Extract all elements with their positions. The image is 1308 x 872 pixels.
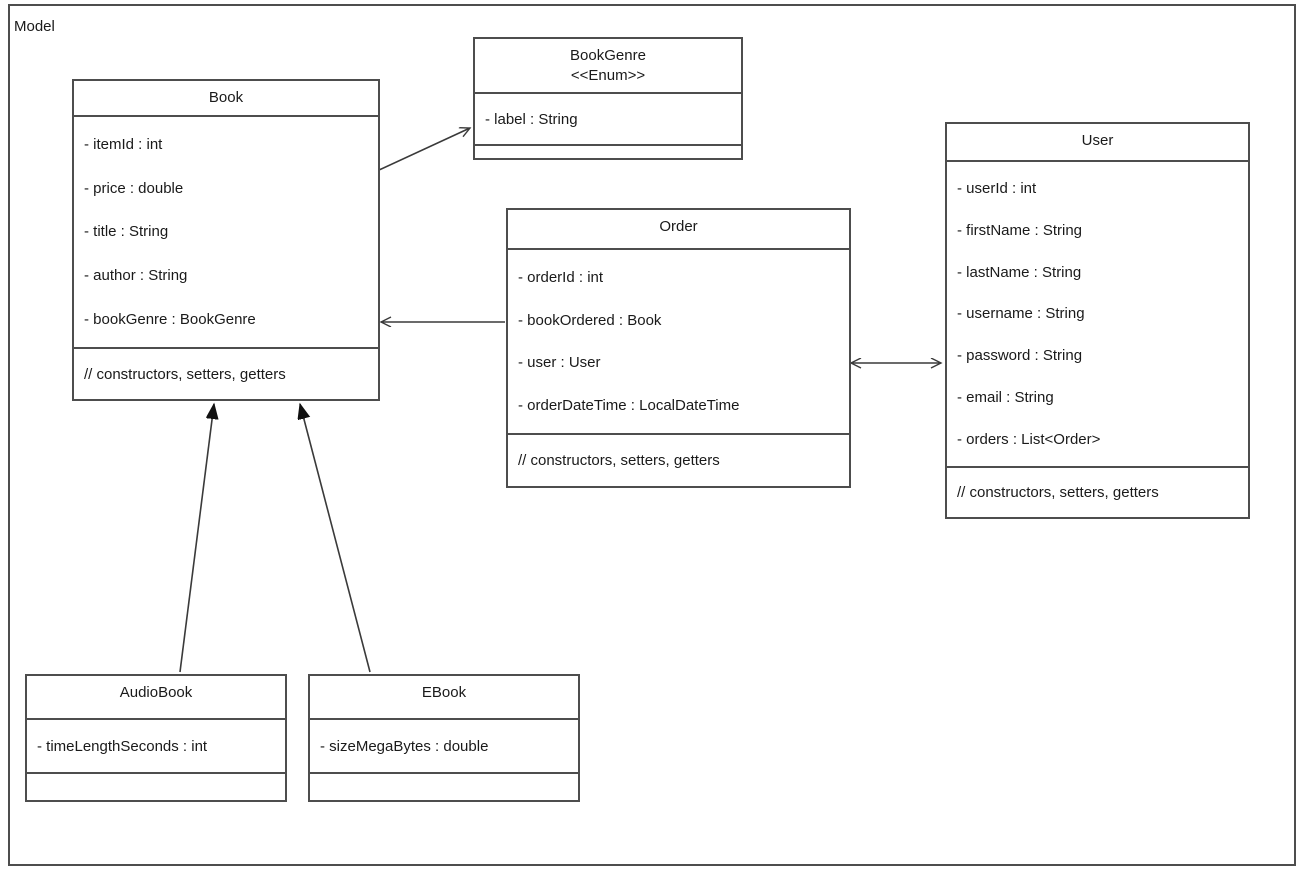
class-name-order: Order <box>659 218 698 235</box>
class-methods-bookgenre-empty <box>475 144 741 158</box>
attribute-row: - orders : List<Order> <box>957 430 1101 448</box>
class-attributes-ebook: - sizeMegaBytes : double <box>310 720 578 772</box>
class-name-bookgenre: BookGenre <box>570 47 646 64</box>
attribute-row: - timeLengthSeconds : int <box>37 737 208 755</box>
class-name-book: Book <box>208 89 244 106</box>
class-name-audiobook: AudioBook <box>119 684 193 701</box>
attribute-row: - email : String <box>957 388 1054 406</box>
class-header-book: Book <box>74 81 378 117</box>
attribute-row: - title : String <box>84 223 169 241</box>
attribute-row: - label : String <box>485 110 578 128</box>
class-box-bookgenre[interactable]: BookGenre <<Enum>> - label : String <box>473 37 743 160</box>
class-attributes-bookgenre: - label : String <box>475 94 741 144</box>
attribute-row: - password : String <box>957 347 1083 365</box>
class-box-user[interactable]: User - userId : int - firstName : String… <box>945 122 1250 519</box>
class-box-ebook[interactable]: EBook - sizeMegaBytes : double <box>308 674 580 802</box>
attribute-row: - firstName : String <box>957 222 1083 240</box>
attribute-row: - lastName : String <box>957 263 1082 281</box>
attribute-row: - orderId : int <box>518 268 604 286</box>
attribute-row: - userId : int <box>957 180 1037 198</box>
class-methods-book: // constructors, setters, getters <box>74 347 378 399</box>
attribute-row: - username : String <box>957 305 1085 323</box>
class-header-ebook: EBook <box>310 676 578 720</box>
attribute-row: - user : User <box>518 354 601 372</box>
class-methods-order: // constructors, setters, getters <box>508 433 849 486</box>
class-methods-user: // constructors, setters, getters <box>947 466 1248 517</box>
class-box-order[interactable]: Order - orderId : int - bookOrdered : Bo… <box>506 208 851 488</box>
attribute-row: - price : double <box>84 179 184 197</box>
attribute-row: - bookGenre : BookGenre <box>84 310 256 328</box>
class-attributes-order: - orderId : int - bookOrdered : Book - u… <box>508 250 849 433</box>
class-attributes-book: - itemId : int - price : double - title … <box>74 117 378 347</box>
class-box-audiobook[interactable]: AudioBook - timeLengthSeconds : int <box>25 674 287 802</box>
attribute-row: - author : String <box>84 267 188 285</box>
class-name-user: User <box>1081 132 1114 149</box>
attribute-row: - sizeMegaBytes : double <box>320 737 489 755</box>
class-header-bookgenre: BookGenre <<Enum>> <box>475 39 741 94</box>
class-header-order: Order <box>508 210 849 250</box>
attribute-row: - itemId : int <box>84 136 163 154</box>
class-stereotype-bookgenre: <<Enum>> <box>570 67 646 85</box>
class-header-user: User <box>947 124 1248 162</box>
class-attributes-user: - userId : int - firstName : String - la… <box>947 162 1248 466</box>
class-methods-ebook-empty <box>310 772 578 800</box>
class-methods-audiobook-empty <box>27 772 285 800</box>
class-box-book[interactable]: Book - itemId : int - price : double - t… <box>72 79 380 401</box>
attribute-row: - bookOrdered : Book <box>518 311 662 329</box>
package-label: Model <box>14 18 55 35</box>
class-attributes-audiobook: - timeLengthSeconds : int <box>27 720 285 772</box>
attribute-row: - orderDateTime : LocalDateTime <box>518 397 740 415</box>
class-header-audiobook: AudioBook <box>27 676 285 720</box>
class-name-ebook: EBook <box>421 684 467 701</box>
